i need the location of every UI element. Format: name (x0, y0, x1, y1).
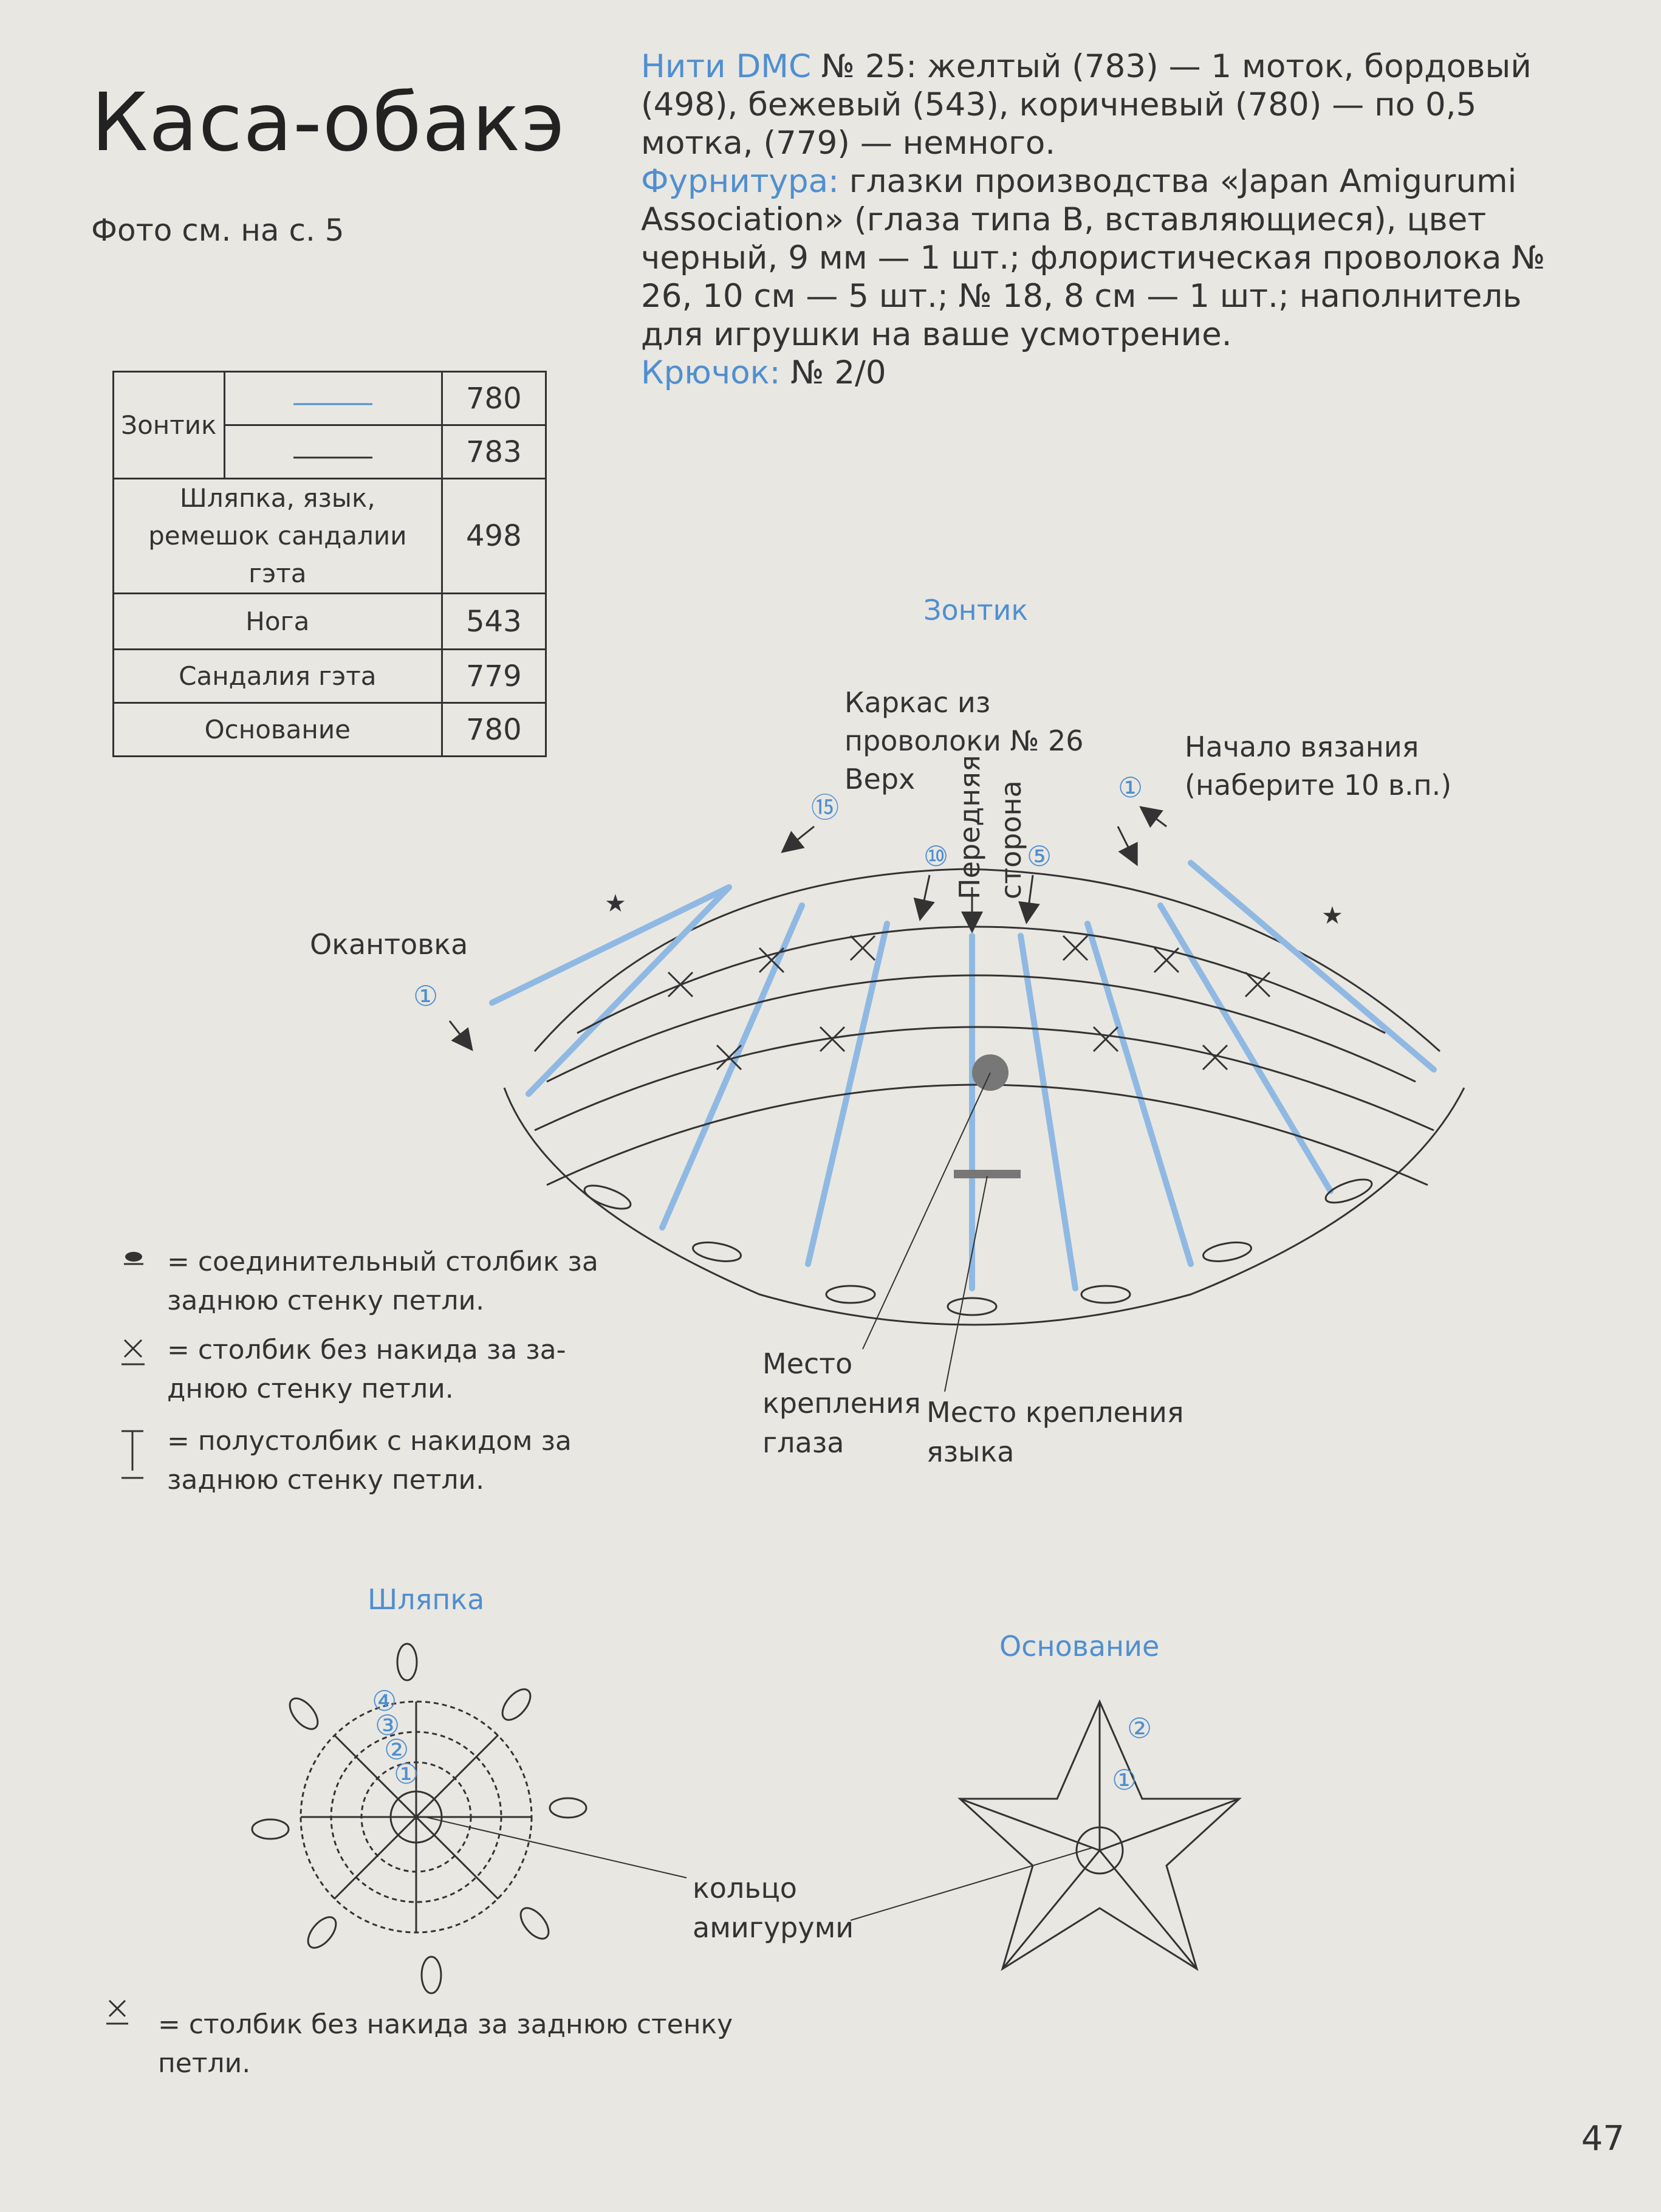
table-cell-sandal-label: Сандалия гэта (112, 648, 443, 704)
symbol-half-double-text: = полустолбик с накидом за заднюю стенку… (167, 1426, 572, 1496)
eye-label-3: глаза (762, 1426, 844, 1459)
bottom-note: = столбик без накида за заднюю стенку пе… (158, 2009, 733, 2079)
furniture-text: глазки производства «Japan Amigurumi Ass… (641, 163, 1546, 353)
table-cell-leg-value: 543 (440, 592, 547, 650)
hook-text: № 2/0 (780, 354, 886, 391)
table-cell-sandal-value: 779 (440, 648, 547, 704)
edging-label: Окантовка (310, 928, 468, 961)
hat-row-2: ② (384, 1733, 409, 1766)
row-1-marker-start: ① (1118, 771, 1143, 804)
table-cell-base-label: Основание (112, 702, 443, 757)
row-5-marker: ⑤ (1027, 840, 1052, 873)
base-title: Основание (999, 1630, 1159, 1663)
page-title: Каса-обакэ (91, 76, 566, 170)
threads-text: № 25: желтый (783) — 1 моток, бордовый (… (641, 48, 1532, 162)
front-label-1: Передняя (953, 755, 986, 899)
ring-label-1: кольцо (693, 1872, 797, 1905)
top-label: Верх (844, 763, 915, 795)
table-cell-hat-label: Шляпка, язык, ремешок сандалии гэта (112, 478, 443, 594)
start-label-2: (наберите 10 в.п.) (1185, 769, 1451, 802)
tongue-position-marker (954, 1170, 1021, 1178)
furniture-label: Фурнитура: (641, 163, 839, 200)
frame-label-1: Каркас из (844, 686, 990, 719)
blue-line-icon (293, 403, 373, 405)
hook-label: Крючок: (641, 354, 781, 391)
star-icon: ★ (1321, 902, 1343, 930)
umbrella-title: Зонтик (923, 594, 1028, 627)
table-cell-line-blue (223, 371, 443, 426)
single-crochet-icon (122, 1339, 145, 1365)
table-cell-line-black (223, 424, 443, 479)
table-cell-base-value: 780 (440, 702, 547, 757)
row-10-marker: ⑩ (923, 840, 948, 873)
front-label-2: сторона (995, 780, 1027, 899)
hat-title: Шляпка (368, 1583, 484, 1616)
slip-stitch-icon (124, 1252, 143, 1265)
umbrella-cross-stitches (667, 935, 1271, 1071)
table-cell-umbrella-780: 780 (440, 371, 547, 426)
materials-block: Нити DMC № 25: желтый (783) — 1 моток, б… (641, 47, 1589, 392)
ring-label-2: амигуруми (693, 1911, 854, 1944)
table-cell-hat-value: 498 (440, 478, 547, 594)
hat-diagram (251, 1643, 587, 1994)
table-cell-leg-label: Нога (112, 592, 443, 650)
color-table: Зонтик 780 783 Шляпка, язык, ремешок сан… (112, 371, 547, 757)
frame-label-2: проволоки № 26 (844, 724, 1084, 757)
table-cell-umbrella-783: 783 (440, 424, 547, 479)
threads-paragraph: Нити DMC № 25: желтый (783) — 1 моток, б… (641, 47, 1589, 162)
hat-row-1: ① (394, 1757, 419, 1790)
row-1-marker-edging: ① (413, 980, 438, 1012)
base-diagram (957, 1699, 1242, 1971)
tongue-label-2: языка (926, 1435, 1014, 1468)
star-icon: ★ (604, 890, 626, 918)
base-row-2: ② (1127, 1712, 1152, 1745)
symbol-single-crochet-text: = столбик без накида за за- днюю стенку … (167, 1334, 566, 1404)
umbrella-scallop-edge (503, 1087, 1465, 1326)
row-15-marker: ⑮ (811, 791, 839, 824)
single-crochet-icon (106, 1999, 128, 2025)
base-row-1: ① (1112, 1764, 1137, 1796)
black-line-icon (293, 456, 373, 459)
eye-label-1: Место (762, 1347, 852, 1380)
table-cell-umbrella-label: Зонтик (112, 371, 225, 479)
symbol-slip-stitch-text: = соединительный столбик за заднюю стенк… (167, 1246, 598, 1316)
eye-label-2: крепления (762, 1387, 921, 1420)
tongue-label-1: Место крепления (926, 1396, 1184, 1429)
start-label-1: Начало вязания (1185, 730, 1419, 763)
hook-paragraph: Крючок: № 2/0 (641, 354, 1589, 392)
page-number: 47 (1581, 2119, 1625, 2159)
hat-row-4: ④ (372, 1685, 397, 1717)
threads-label: Нити DMC (641, 48, 812, 85)
photo-reference: Фото см. на с. 5 (91, 213, 344, 248)
furniture-paragraph: Фурнитура: глазки производства «Japan Am… (641, 162, 1589, 354)
hat-row-3: ③ (375, 1709, 400, 1742)
half-double-crochet-icon (122, 1430, 143, 1479)
